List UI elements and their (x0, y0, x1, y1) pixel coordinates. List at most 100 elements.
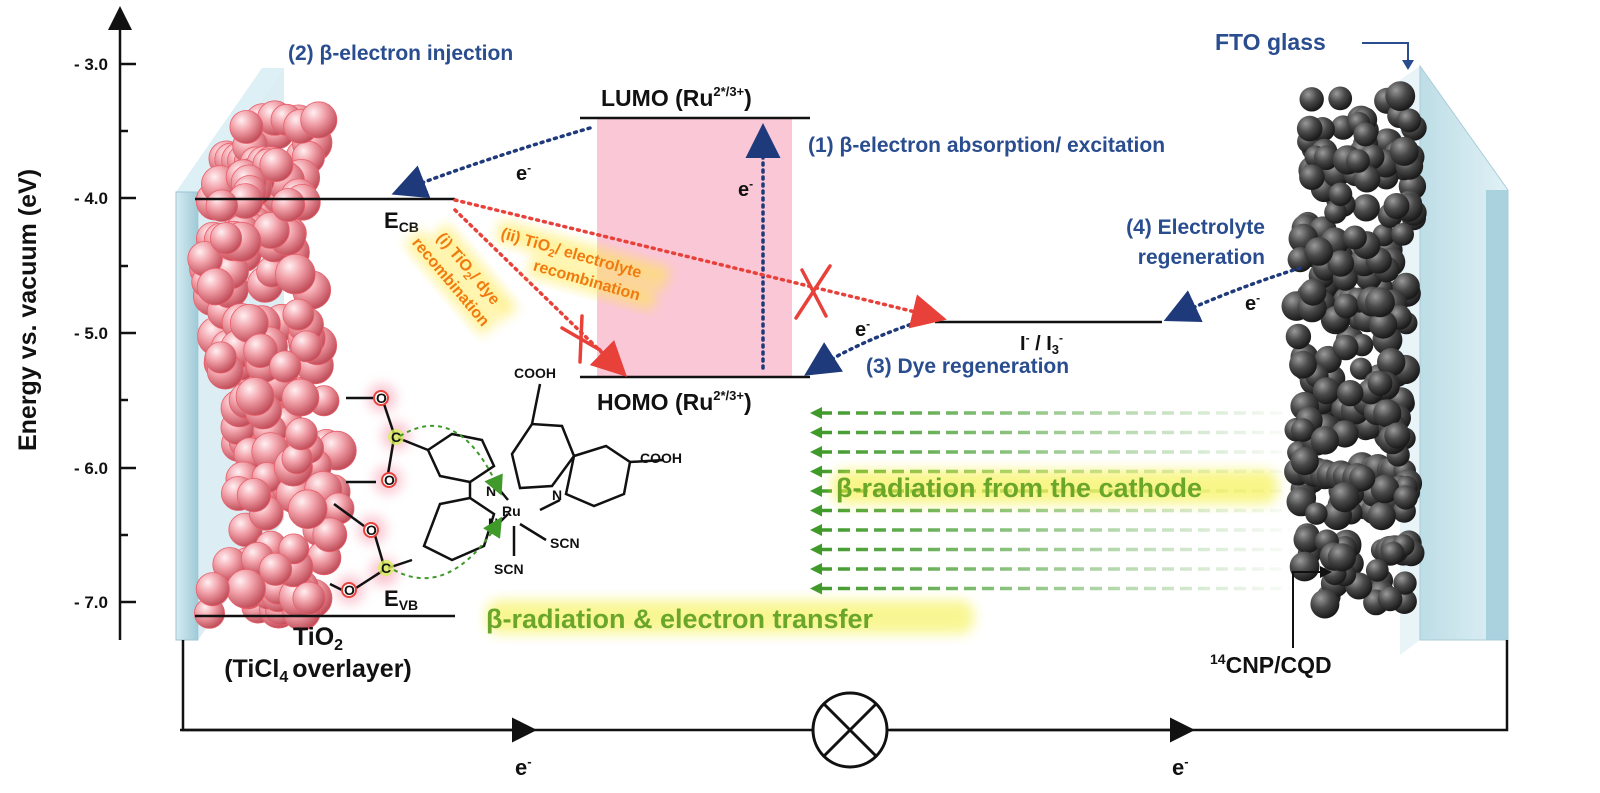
cnp-sphere (1353, 122, 1378, 147)
electron-label: e- (855, 317, 870, 341)
svg-text:β-radiation from the cathode: β-radiation from the cathode (836, 473, 1202, 503)
axis-ticks (120, 62, 136, 604)
fto-pointer (1362, 42, 1409, 64)
cnp-sphere (1365, 287, 1395, 318)
electron-label: e- (515, 754, 532, 780)
cnp-cqd-nanoparticle-cluster (1281, 81, 1427, 619)
beta-arrow (810, 426, 1300, 439)
cnp-sphere (1385, 81, 1416, 111)
cnp-sphere (1299, 87, 1324, 112)
cnp-sphere (1289, 350, 1317, 379)
svg-text:COOH: COOH (640, 450, 682, 466)
tio2-sphere (204, 341, 237, 374)
tio2-sphere (235, 377, 275, 416)
electron-labels: e- e- e- e- e- e- (515, 161, 1260, 780)
beta-arrow (810, 582, 1300, 595)
electron-label: e- (1245, 291, 1260, 315)
tick-label: - 6.0 (74, 459, 108, 478)
cnp-sphere (1373, 399, 1402, 428)
cnp-sphere (1381, 541, 1405, 565)
injection-arrow (391, 126, 592, 199)
cnp-sphere (1324, 201, 1347, 224)
tio2-sphere (292, 581, 326, 615)
svg-text:O: O (366, 522, 377, 538)
tio2-sphere (312, 517, 348, 553)
svg-text:SCN: SCN (550, 535, 580, 551)
cnp-sphere (1293, 525, 1321, 554)
tio2-sphere (287, 489, 328, 530)
svg-text:SCN: SCN (494, 561, 524, 577)
beta-arrow (810, 504, 1300, 517)
beta-cathode-label: β-radiation from the cathode (832, 470, 1278, 504)
tio2-sphere (258, 552, 293, 586)
tio2-sphere (282, 298, 315, 331)
cnp-sphere (1349, 465, 1376, 492)
cnp-sphere (1310, 589, 1340, 619)
cnp-sphere (1369, 310, 1398, 339)
cnp-sphere (1349, 357, 1373, 380)
cnp-sphere (1391, 223, 1414, 246)
tio2-nanoparticle-cluster (187, 100, 357, 631)
external-circuit (180, 640, 1509, 743)
svg-text:N: N (488, 515, 498, 531)
electrolyte-regeneration-arrow (1163, 266, 1302, 323)
svg-text:N: N (552, 487, 562, 503)
cnp-sphere (1384, 422, 1411, 449)
tio2-label: TiO2 (293, 623, 343, 654)
tio2-sphere (274, 253, 316, 295)
tio2-sphere (196, 267, 235, 306)
tio2-electrolyte-recombination-arrow (453, 198, 947, 329)
cnp-sphere (1289, 551, 1320, 582)
tio2-sphere (259, 147, 294, 182)
cnp-sphere (1397, 108, 1422, 133)
tio2-sphere (271, 188, 306, 222)
svg-text:C: C (381, 560, 391, 576)
tick-label: - 5.0 (74, 324, 108, 343)
ruthenium-center: Ru (502, 503, 521, 519)
blocked-cross-icon (560, 264, 832, 364)
cnp-sphere (1327, 543, 1356, 572)
svg-text:N: N (486, 483, 496, 499)
svg-text:O: O (384, 472, 395, 488)
cnp-sphere (1352, 194, 1380, 222)
svg-text:O: O (344, 582, 355, 598)
cnp-sphere (1332, 334, 1359, 361)
cnp-sphere (1337, 380, 1364, 407)
ecb-label: ECB (384, 208, 419, 235)
cnp-sphere (1329, 482, 1360, 513)
cnp-pointer (1292, 571, 1322, 648)
beta-arrow (810, 543, 1300, 556)
fto-glass-label: FTO glass (1215, 29, 1326, 55)
cnp-sphere (1328, 86, 1353, 111)
cnp-sphere (1304, 237, 1333, 266)
cnp-sphere (1314, 145, 1339, 170)
beta-transfer-label: β-radiation & electron transfer (486, 600, 974, 634)
electron-pathways (391, 123, 1302, 377)
cnp-sphere (1299, 278, 1327, 306)
beta-arrow (810, 524, 1300, 536)
load-lamp-icon (811, 691, 889, 769)
tio2-sphere (284, 417, 318, 451)
tio2-sphere (278, 533, 310, 565)
tio2-sphere (229, 110, 264, 144)
electron-label: e- (516, 161, 531, 185)
cnp-sphere (1327, 250, 1355, 277)
tio2-sphere (209, 222, 243, 255)
cnp-sphere (1365, 559, 1389, 582)
tio2-sphere (243, 333, 278, 369)
tick-label: - 4.0 (74, 189, 108, 208)
step-4-label-line2: regeneration (1138, 246, 1265, 269)
cnp-sphere (1285, 323, 1312, 350)
tio2-sphere (195, 572, 230, 607)
svg-text:β-radiation & electron trans: β-radiation & electron transfer (486, 604, 874, 634)
redox-label: I- / I3- (1020, 331, 1063, 357)
cnp-sphere (1346, 149, 1370, 173)
svg-text:COOH: COOH (514, 365, 556, 381)
cnp-sphere (1305, 502, 1328, 525)
cnp-sphere (1367, 501, 1396, 531)
homo-label: HOMO (Ru2*/3+) (597, 388, 752, 415)
svg-text:O: O (376, 390, 387, 406)
energy-levels (195, 116, 1162, 618)
